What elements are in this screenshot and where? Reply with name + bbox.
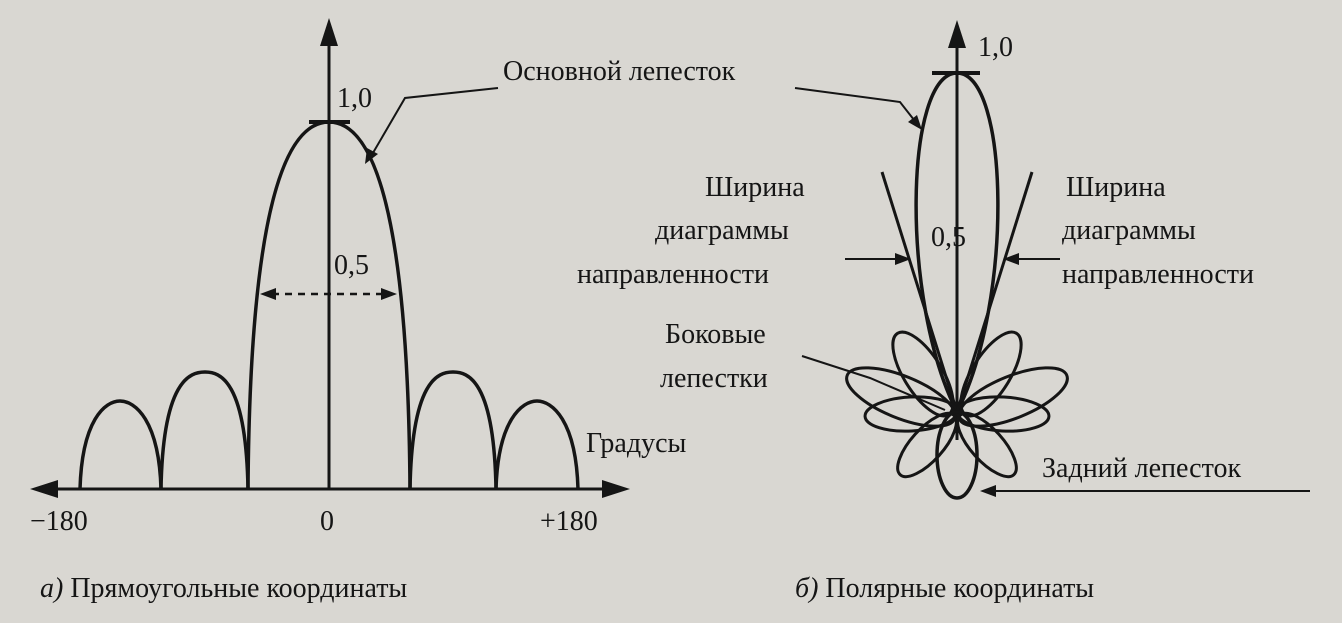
beam-width-left-arrowhead [895, 253, 911, 265]
beam-width-callout-left: Ширина диаграммы направленности [577, 172, 911, 290]
rectangular-plot: 1,0 0,5 −180 0 +180 Градусы а) Прямоугол… [30, 18, 687, 604]
x-zero-label: 0 [320, 506, 334, 537]
polar-caption: б) Полярные координаты [795, 573, 1094, 604]
main-lobe-leader-right [794, 87, 919, 126]
polar-axis-arrow [948, 20, 966, 48]
x-axis-right-arrow [602, 480, 630, 498]
back-lobe-arrowhead [980, 485, 996, 497]
side-lobes-line2: лепестки [660, 363, 768, 394]
side-lobes-line1: Боковые [665, 319, 766, 350]
side-lobe-petal [896, 411, 958, 479]
side-lobe-right-1 [408, 370, 498, 490]
side-lobe-petal [956, 411, 1018, 479]
beam-width-left-line1: Ширина [705, 172, 805, 203]
rect-caption-text: Прямоугольные координаты [63, 573, 407, 604]
beam-width-right-line1: Ширина [1066, 172, 1166, 203]
rect-peak-label: 1,0 [337, 83, 372, 114]
back-lobe-callout: Задний лепесток [980, 453, 1310, 497]
x-axis-name: Градусы [586, 428, 687, 459]
side-lobe-petal [891, 330, 955, 418]
back-lobe-label: Задний лепесток [1042, 453, 1241, 484]
half-power-left-arrow [260, 288, 276, 300]
main-lobe-leader-left [369, 87, 499, 159]
main-lobe-leader-right-arrow [908, 115, 922, 130]
beam-width-right-arrowhead [1003, 253, 1019, 265]
polar-side-lobes [845, 330, 1069, 479]
beam-width-left-line2: диаграммы [655, 215, 789, 246]
rect-caption: а) Прямоугольные координаты [40, 573, 407, 604]
x-axis-left-arrow [30, 480, 58, 498]
main-lobe-label: Основной лепесток [503, 56, 736, 87]
main-lobe-leader-left-arrow [365, 148, 378, 164]
polar-caption-letter: б) [795, 573, 818, 604]
rect-half-label: 0,5 [334, 250, 369, 281]
polar-half-label: 0,5 [931, 222, 966, 253]
beam-width-right-line2: диаграммы [1062, 215, 1196, 246]
beam-width-left-line3: направленности [577, 259, 769, 290]
polar-main-lobe [914, 71, 1000, 416]
x-min-label: −180 [30, 506, 88, 537]
half-power-right-arrow [381, 288, 397, 300]
side-lobe-left-2 [78, 399, 163, 490]
polar-plot: 1,0 0,5 б) Полярные координаты [795, 20, 1094, 604]
polar-caption-text: Полярные координаты [818, 573, 1094, 604]
polar-peak-label: 1,0 [978, 32, 1013, 63]
side-lobe-petal [959, 330, 1023, 418]
side-lobes-leader [801, 355, 946, 411]
x-max-label: +180 [540, 506, 598, 537]
side-lobes-callout: Боковые лепестки [660, 319, 946, 411]
side-lobe-right-2 [494, 399, 580, 490]
rect-caption-letter: а) [40, 573, 63, 604]
main-lobe-callout: Основной лепесток [365, 56, 922, 164]
main-lobe-curve [246, 120, 412, 490]
side-lobe-left-1 [159, 370, 250, 490]
y-axis-arrow [320, 18, 338, 46]
polar-back-lobe [935, 410, 979, 500]
beam-width-right-line3: направленности [1062, 259, 1254, 290]
beam-width-callout-right: Ширина диаграммы направленности [1003, 172, 1254, 290]
